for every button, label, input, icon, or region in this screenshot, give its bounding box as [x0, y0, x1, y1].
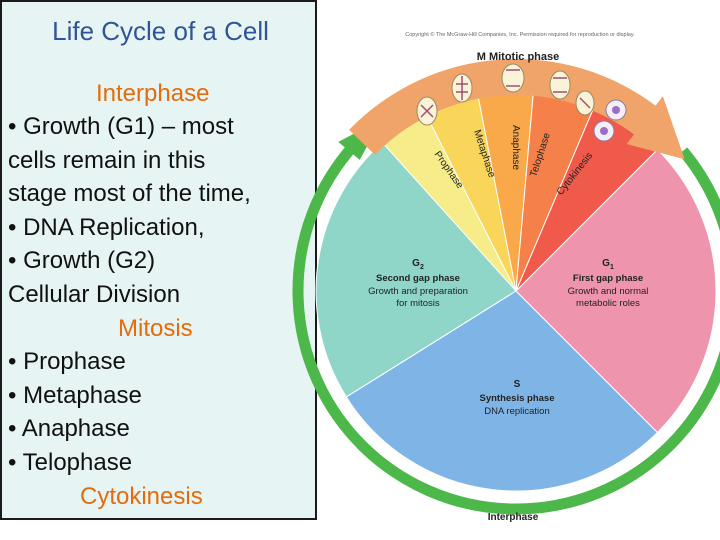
s-description: DNA replication: [484, 406, 549, 417]
g2-description: Growth and preparation: [368, 286, 468, 297]
anaphase-label: Anaphase: [510, 125, 521, 170]
text-line: cells remain in this: [8, 147, 206, 174]
cell-icon: [501, 63, 525, 93]
text-line: Cellular Division: [8, 281, 181, 308]
s-sector: [345, 290, 659, 492]
text-line: • Growth (G2): [8, 247, 156, 274]
g1-sector: [515, 148, 717, 434]
copyright-text: Copyright © The McGraw-Hill Companies, I…: [405, 31, 635, 38]
text-line: • Metaphase: [8, 382, 142, 409]
chromosome-icon: [456, 76, 468, 100]
cytokinesis-heading: Cytokinesis: [80, 483, 203, 510]
g1-description: metabolic roles: [576, 298, 640, 309]
cell-icon: [549, 70, 571, 100]
text-line: • Growth (G1) – most: [8, 113, 234, 140]
g1-name: First gap phase: [573, 273, 643, 284]
chromosome-icon: [420, 104, 434, 118]
text-line: • DNA Replication,: [8, 214, 205, 241]
g1-symbol: G1: [602, 258, 614, 271]
chromosome-icon: [553, 77, 567, 93]
mitotic-phase-arrowhead: [626, 96, 685, 160]
page-title: Life Cycle of a Cell: [52, 16, 269, 46]
text-line: • Prophase: [8, 348, 126, 375]
mitotic-phase-arrow: [349, 59, 659, 155]
text-panel: Life Cycle of a Cell Interphase • Growth…: [0, 0, 317, 520]
interphase-label: Interphase: [488, 512, 539, 523]
chromosome-icon: [579, 97, 591, 109]
g2-description: for mitosis: [396, 298, 440, 309]
mitosis-cells: [416, 63, 627, 142]
nucleus-icon: [612, 106, 620, 114]
mitosis-heading: Mitosis: [118, 315, 193, 342]
interphase-arrow: [292, 141, 720, 515]
g2-symbol: G2: [412, 258, 424, 271]
s-name: Synthesis phase: [480, 393, 555, 404]
text-line: • Telophase: [8, 449, 133, 476]
m-phase-label: M Mitotic phase: [477, 51, 560, 63]
s-symbol: S: [514, 379, 521, 390]
text-line: • Anaphase: [8, 415, 130, 442]
chromosome-icon: [506, 69, 520, 87]
text-line: stage most of the time,: [8, 180, 251, 207]
nucleus-icon: [600, 127, 608, 135]
g2-name: Second gap phase: [376, 273, 460, 284]
interphase-heading: Interphase: [96, 80, 210, 107]
g1-description: Growth and normal: [568, 286, 649, 297]
